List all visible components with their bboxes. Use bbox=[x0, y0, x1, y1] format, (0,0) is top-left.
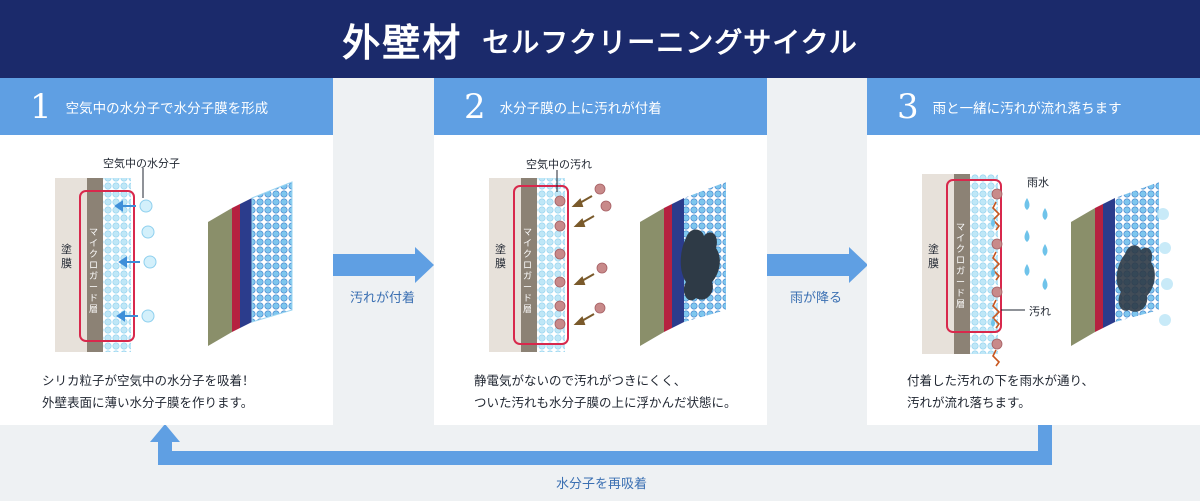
water-molecule bbox=[141, 309, 155, 323]
step-panel-2: 2 水分子膜の上に汚れが付着 bbox=[434, 78, 767, 425]
caption-line: ついた汚れも水分子膜の上に浮かんだ状態に。 bbox=[474, 395, 737, 410]
arrow-label-reabsorb: 水分子を再吸着 bbox=[556, 477, 648, 492]
label-coating: 塗膜 bbox=[495, 243, 506, 270]
surface-block-3d bbox=[1071, 182, 1173, 346]
loop-back-arrow bbox=[150, 424, 1052, 465]
surface-block-3d bbox=[640, 182, 726, 346]
step-panel-1: 1 空気中の水分子で水分子膜を形成 bbox=[0, 78, 333, 425]
label-coating: 塗膜 bbox=[928, 243, 939, 270]
step-header-2: 2 水分子膜の上に汚れが付着 bbox=[434, 78, 767, 135]
step-caption-2: 静電気がないので汚れがつきにくく、 ついた汚れも水分子膜の上に浮かんだ状態に。 bbox=[474, 370, 737, 414]
guard-layer bbox=[87, 178, 103, 352]
step-panel-3: 3 雨と一緒に汚れが流れ落ちます bbox=[867, 78, 1200, 425]
water-molecule bbox=[139, 199, 153, 213]
illustration-water-film bbox=[55, 168, 293, 352]
illustration-dirt-adhesion bbox=[489, 170, 726, 352]
raindrops bbox=[991, 198, 1048, 327]
step-caption-3: 付着した汚れの下を雨水が通り、 汚れが流れ落ちます。 bbox=[907, 370, 1094, 414]
surface-block-3d bbox=[208, 181, 293, 346]
highlight-frame bbox=[79, 190, 135, 342]
dirt-blob bbox=[1116, 245, 1155, 312]
callout-dirt: 汚れ bbox=[1029, 305, 1051, 318]
highlight-frame bbox=[946, 179, 1002, 333]
dirt-blob bbox=[680, 229, 720, 301]
step-number: 1 bbox=[30, 86, 52, 127]
label-coating: 塗膜 bbox=[61, 243, 72, 270]
step-title: 雨と一緒に汚れが流れ落ちます bbox=[932, 100, 1122, 117]
label-guard-layer: マイクロガード層 bbox=[89, 228, 99, 315]
label-guard-layer: マイクロガード層 bbox=[956, 223, 966, 310]
coating-layer bbox=[55, 178, 87, 352]
callout-rainwater: 雨水 bbox=[1027, 176, 1049, 189]
caption-line: 外壁表面に薄い水分子膜を作ります。 bbox=[42, 395, 254, 410]
water-molecule bbox=[143, 255, 157, 269]
step-caption-1: シリカ粒子が空気中の水分子を吸着！ 外壁表面に薄い水分子膜を作ります。 bbox=[42, 370, 255, 414]
caption-line: シリカ粒子が空気中の水分子を吸着！ bbox=[42, 373, 255, 388]
page-subtitle: セルフクリーニングサイクル bbox=[482, 26, 858, 59]
step-title: 水分子膜の上に汚れが付着 bbox=[499, 100, 662, 117]
step-header-3: 3 雨と一緒に汚れが流れ落ちます bbox=[867, 78, 1200, 135]
caption-line: 静電気がないので汚れがつきにくく、 bbox=[474, 373, 687, 388]
step-title: 空気中の水分子で水分子膜を形成 bbox=[65, 100, 269, 117]
arrow-step2-to-step3 bbox=[767, 247, 868, 283]
illustration-rain-washing bbox=[922, 174, 1173, 367]
water-molecule bbox=[141, 225, 155, 239]
arrow-label-rain: 雨が降る bbox=[790, 291, 843, 306]
title-banner: 外壁材 セルフクリーニングサイクル bbox=[0, 0, 1200, 78]
step-number: 3 bbox=[897, 86, 919, 127]
callout-airborne-dirt: 空気中の汚れ bbox=[526, 158, 592, 171]
arrow-step1-to-step2 bbox=[333, 247, 434, 283]
highlight-frame bbox=[513, 185, 569, 345]
arrow-label-adhere: 汚れが付着 bbox=[350, 291, 416, 306]
page-title: 外壁材 bbox=[342, 20, 463, 65]
caption-line: 付着した汚れの下を雨水が通り、 bbox=[907, 373, 1095, 388]
callout-water-molecule: 空気中の水分子 bbox=[103, 157, 180, 170]
caption-line: 汚れが流れ落ちます。 bbox=[907, 395, 1031, 410]
step-number: 2 bbox=[464, 86, 486, 127]
label-guard-layer: マイクロガード層 bbox=[523, 228, 533, 315]
step-header-1: 1 空気中の水分子で水分子膜を形成 bbox=[0, 78, 333, 135]
